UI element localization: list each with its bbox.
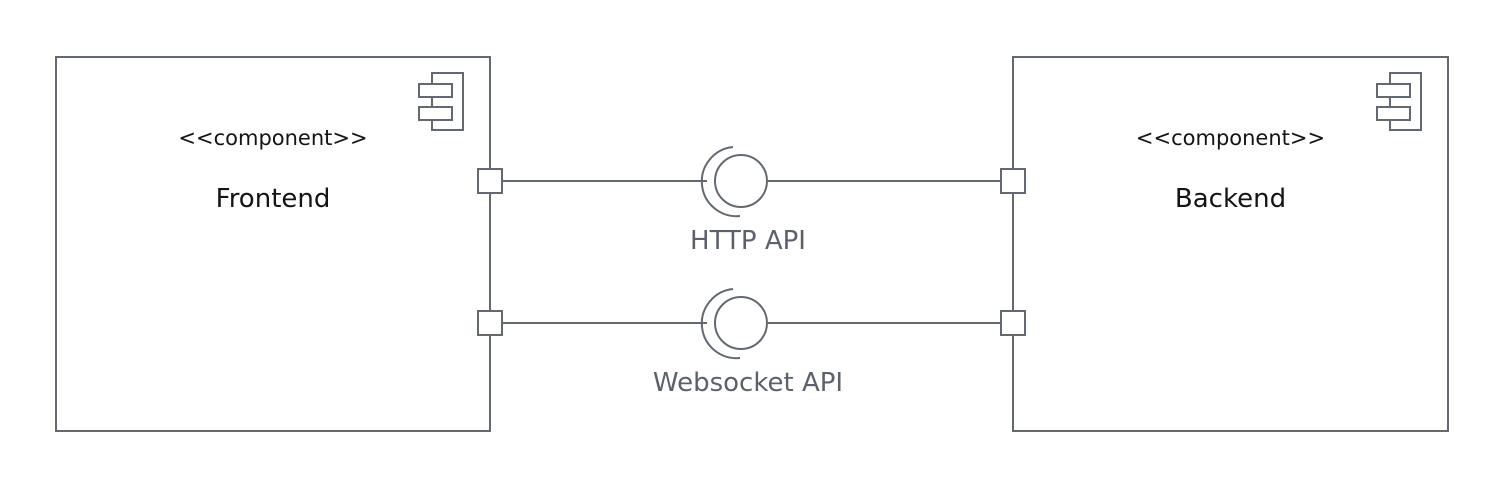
- backend-port-http: [1000, 168, 1026, 194]
- provided-interface-ball-http: [714, 154, 768, 208]
- backend-port-websocket: [1000, 310, 1026, 336]
- required-interface-socket-websocket: [700, 288, 741, 360]
- component-name: Backend: [1174, 184, 1287, 214]
- required-interface-socket-http: [700, 146, 741, 218]
- interface-label-websocket-api: Websocket API: [652, 368, 844, 398]
- component-stereotype: <<component>>: [178, 126, 368, 150]
- component-backend: <<component>> Backend: [1012, 56, 1449, 432]
- websocket-api-connector: [503, 288, 1000, 360]
- component-name: Frontend: [215, 184, 331, 214]
- frontend-port-http: [477, 168, 503, 194]
- interface-label-http-api: HTTP API: [690, 226, 806, 256]
- component-stereotype: <<component>>: [1135, 126, 1326, 150]
- provided-interface-ball-websocket: [714, 296, 768, 350]
- http-api-connector: [503, 146, 1000, 218]
- component-frontend: <<component>> Frontend: [55, 56, 491, 432]
- frontend-port-websocket: [477, 310, 503, 336]
- uml-component-icon: [418, 72, 464, 131]
- uml-component-icon: [1376, 72, 1422, 131]
